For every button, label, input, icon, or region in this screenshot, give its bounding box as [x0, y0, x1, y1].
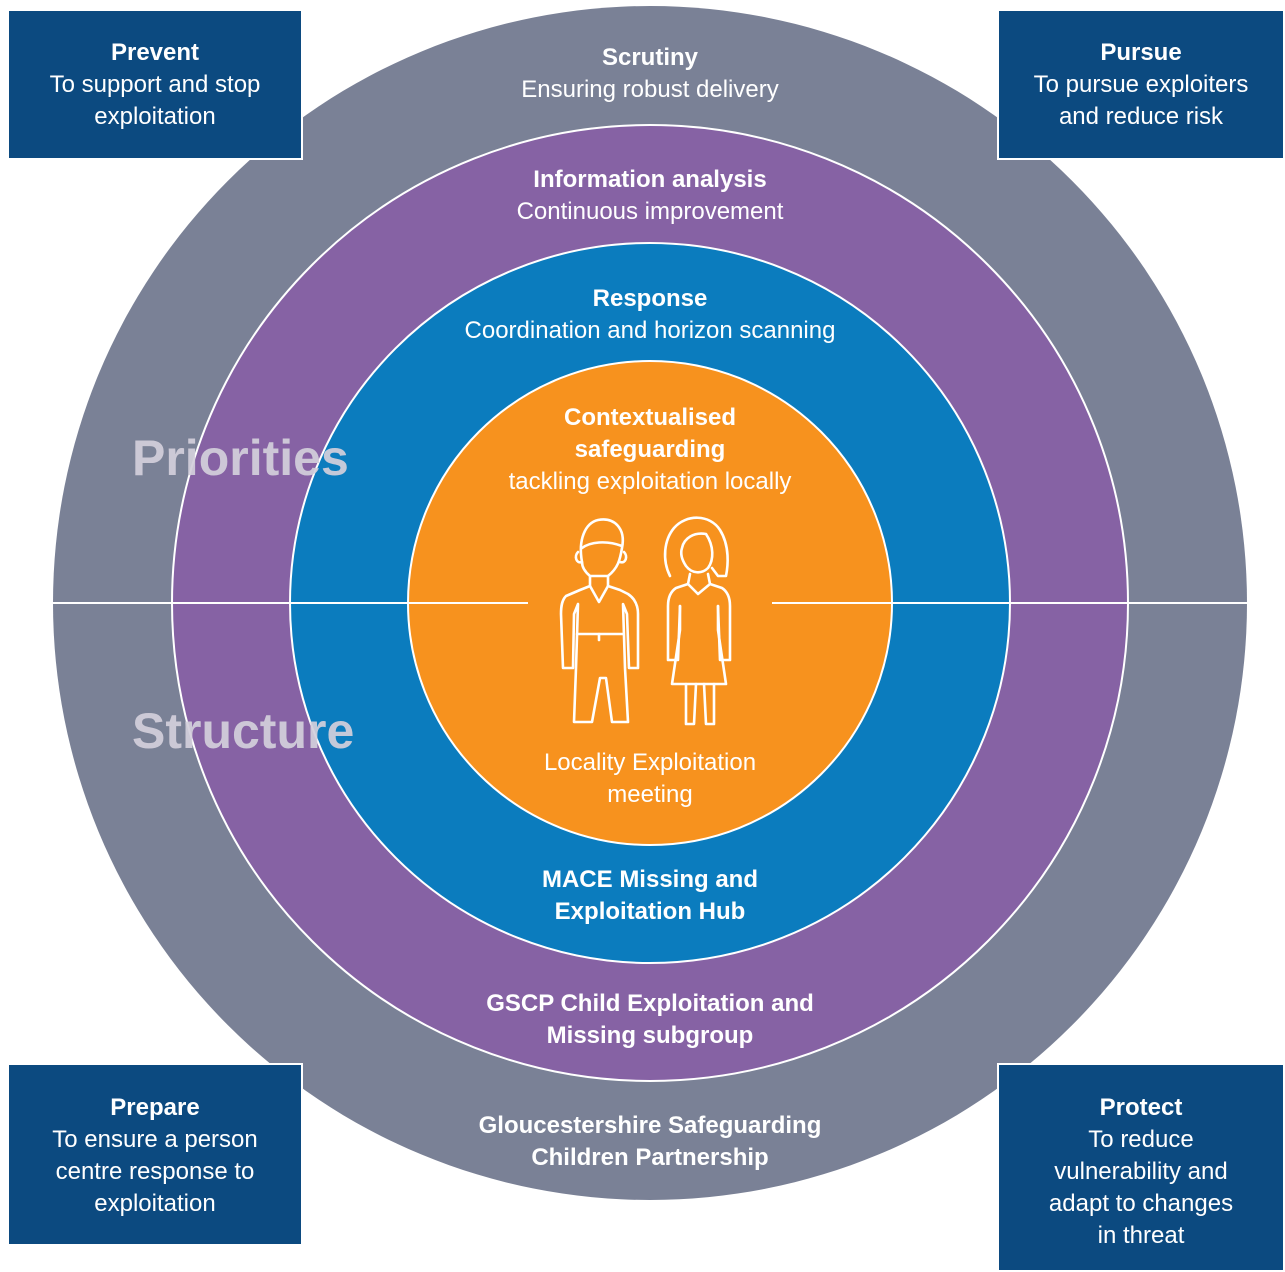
pursue-line: To pursue exploiters	[1033, 71, 1249, 98]
scrutiny-subtitle: Ensuring robust delivery	[521, 76, 779, 103]
mace-line2: Exploitation Hub	[554, 898, 746, 925]
protect-line: adapt to changes	[1048, 1190, 1234, 1217]
pursue-title: Pursue	[1100, 39, 1182, 66]
protect-line: To reduce	[1088, 1126, 1194, 1153]
protect-title: Protect	[1099, 1094, 1183, 1121]
prepare-box: Prepare To ensure a person centre respon…	[7, 1063, 303, 1246]
information-subtitle: Continuous improvement	[516, 198, 784, 225]
pursue-box: Pursue To pursue exploiters and reduce r…	[997, 9, 1285, 160]
prevent-box: Prevent To support and stop exploitation	[7, 9, 303, 160]
protect-line: vulnerability and	[1054, 1158, 1228, 1185]
prevent-line: To support and stop	[49, 71, 261, 98]
prepare-line: To ensure a person	[52, 1126, 258, 1153]
core-text: Contextualised safeguarding tackling exp…	[450, 402, 850, 498]
gscp-text: GSCP Child Exploitation and Missing subg…	[400, 988, 900, 1052]
response-title: Response	[592, 285, 708, 312]
boy-figure-icon	[559, 518, 640, 724]
mace-line1: MACE Missing and	[541, 866, 758, 893]
scrutiny-text: Scrutiny Ensuring robust delivery	[450, 42, 850, 106]
gloucestershire-line1: Gloucestershire Safeguarding	[478, 1112, 822, 1139]
priorities-label: Priorities	[132, 430, 349, 486]
gloucestershire-text: Gloucestershire Safeguarding Children Pa…	[400, 1110, 900, 1174]
structure-label: Structure	[132, 703, 355, 759]
core-bottom-line1: Locality Exploitation	[543, 749, 757, 776]
information-text: Information analysis Continuous improvem…	[450, 164, 850, 228]
prepare-line: exploitation	[94, 1190, 216, 1217]
gscp-line2: Missing subgroup	[546, 1022, 754, 1049]
core-title-line2: safeguarding	[574, 436, 726, 463]
prevent-title: Prevent	[110, 39, 200, 66]
prevent-line: exploitation	[94, 103, 216, 130]
protect-line: in threat	[1097, 1222, 1185, 1249]
prepare-line: centre response to	[55, 1158, 255, 1185]
pursue-line: and reduce risk	[1058, 103, 1224, 130]
response-text: Response Coordination and horizon scanni…	[420, 283, 880, 347]
core-title-line1: Contextualised	[563, 404, 737, 431]
girl-figure-icon	[663, 516, 732, 726]
protect-box: Protect To reduce vulnerability and adap…	[997, 1063, 1285, 1272]
core-subtitle: tackling exploitation locally	[508, 468, 792, 495]
mace-text: MACE Missing and Exploitation Hub	[450, 864, 850, 928]
response-subtitle: Coordination and horizon scanning	[464, 317, 836, 344]
information-title: Information analysis	[533, 166, 767, 193]
core-circle	[408, 361, 892, 845]
core-bottom-line2: meeting	[607, 781, 693, 808]
prepare-title: Prepare	[110, 1094, 200, 1121]
scrutiny-title: Scrutiny	[601, 44, 699, 71]
core-bottom-text: Locality Exploitation meeting	[450, 747, 850, 811]
gloucestershire-line2: Children Partnership	[531, 1144, 769, 1171]
gscp-line1: GSCP Child Exploitation and	[486, 990, 814, 1017]
